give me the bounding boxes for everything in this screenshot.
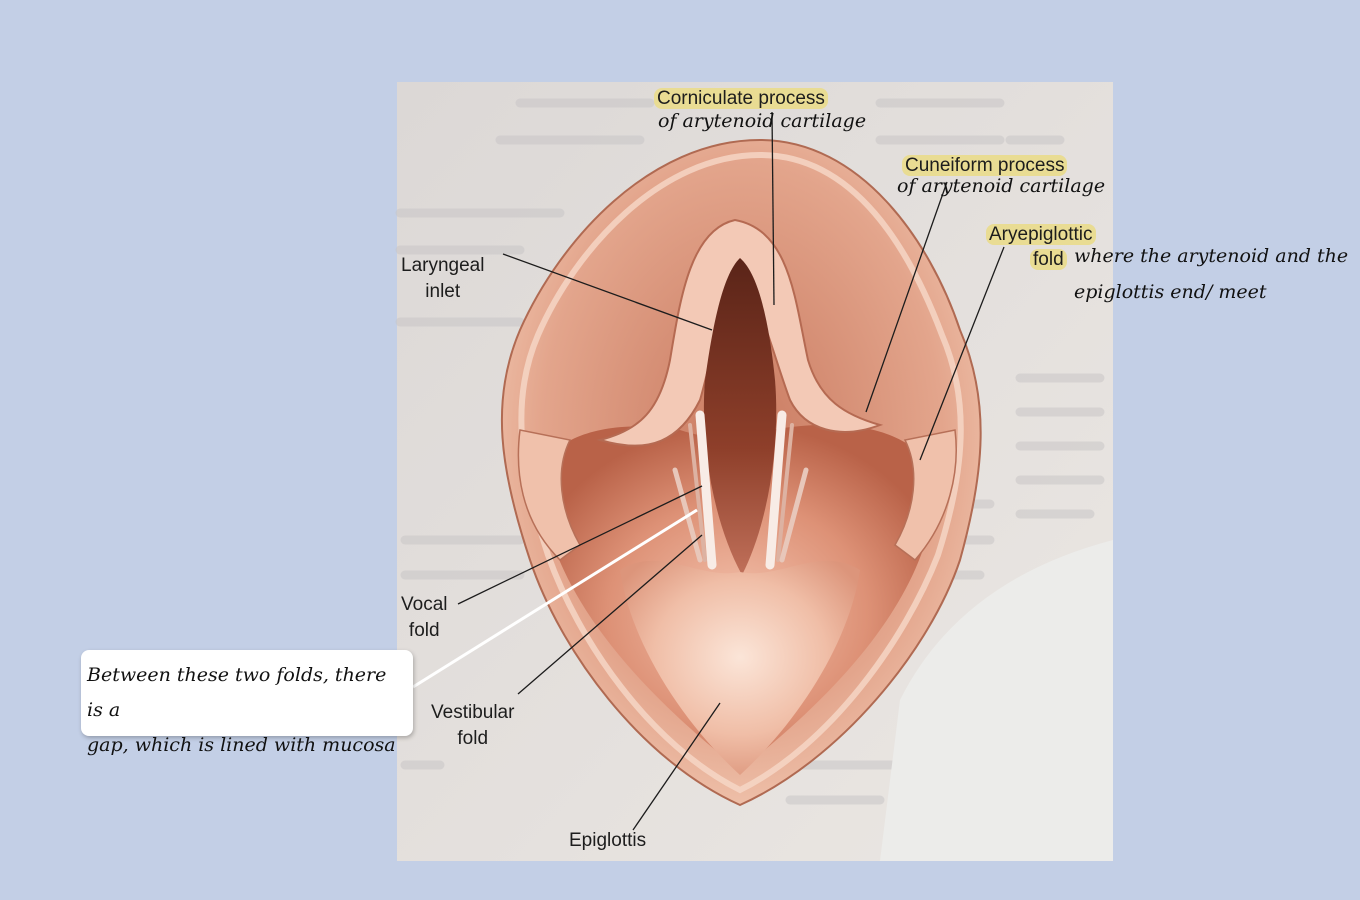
aryepiglottic-fold-left-shape <box>517 429 581 561</box>
cuneiform-note: of arytenoid cartilage <box>897 175 1106 197</box>
aryepiglottic-note-line2: epiglottis end/ meet <box>1074 281 1267 303</box>
corniculate-label: Corniculate process <box>654 86 828 112</box>
epiglottis-label: Epiglottis <box>569 830 647 851</box>
laryngeal-inlet-label: Laryngeal inlet <box>401 253 484 304</box>
vocal-folds <box>672 410 809 570</box>
laryngeal-inlet-line1: Laryngeal <box>401 255 485 276</box>
vocal-fold-label: Vocal fold <box>401 592 447 643</box>
vestibular-fold-label: Vestibular fold <box>431 700 514 751</box>
aryepiglottic-fold-right-shape <box>894 429 957 562</box>
callout-line2: gap, which is lined with mucosa <box>87 734 396 757</box>
aryepiglottic-label-line1: Aryepiglottic <box>986 222 1096 248</box>
epiglottis-shape <box>620 560 860 775</box>
aryepiglottic-note-line1: where the arytenoid and the <box>1074 245 1349 267</box>
vocal-fold-line2: fold <box>408 619 440 641</box>
laryngeal-inlet-cavity <box>703 258 777 575</box>
vocal-fold-line1: Vocal <box>401 594 448 615</box>
aryepiglottic-label-line2: fold <box>1030 247 1067 273</box>
callout-note: Between these two folds, there is a gap,… <box>81 650 413 756</box>
vestibular-fold-line2: fold <box>457 727 489 749</box>
cuneiform-label: Cuneiform process <box>902 153 1068 179</box>
corniculate-note: of arytenoid cartilage <box>658 110 867 132</box>
vestibular-fold-line1: Vestibular <box>431 702 515 723</box>
laryngeal-inlet-line2: inlet <box>425 280 461 302</box>
callout-line1: Between these two folds, there is a <box>87 664 387 722</box>
pharynx-rim <box>518 151 964 794</box>
callout-pointer <box>412 508 698 689</box>
page-corner <box>880 540 1113 861</box>
leader-lines <box>457 111 1005 831</box>
